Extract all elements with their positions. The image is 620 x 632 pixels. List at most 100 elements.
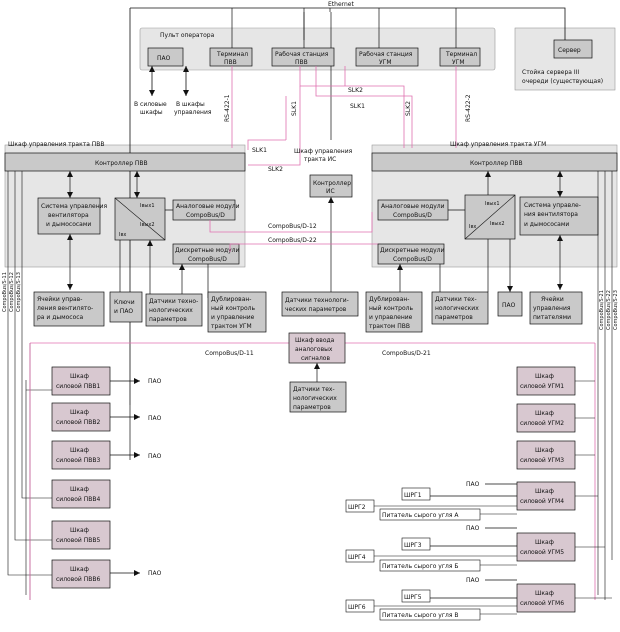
switch-pvv-out1: Iвых1 <box>140 203 155 209</box>
compobus-12-line <box>209 212 373 233</box>
arrow-head <box>134 171 140 177</box>
analog-input-3: сигналов <box>301 355 330 362</box>
pao-arrow-1 <box>151 66 187 96</box>
compobus-12-label: CompoBus/D-12 <box>268 223 317 230</box>
power-pvv1-box <box>51 366 111 396</box>
arrow-head <box>134 192 140 198</box>
fan-system-ugm-1: Система управле- <box>524 202 581 209</box>
operator-console-title: Пульт оператора <box>160 32 215 39</box>
arrow-head <box>557 284 563 290</box>
controller-is-2: ИС <box>326 188 335 195</box>
power-ugm2-box <box>516 403 576 433</box>
arrow-head <box>67 234 73 240</box>
controller-pvv-label: Контроллер ПВВ <box>95 160 148 167</box>
analog-input-cabinet-box <box>288 332 346 364</box>
bus-s21-label: CompoBus/S-21 <box>599 290 605 330</box>
cells-left-box <box>33 291 105 327</box>
right-pao-arrows <box>430 483 517 599</box>
power-right-lines <box>575 380 612 599</box>
arrow-head <box>149 66 155 72</box>
shrg3-label: ШРГ3 <box>404 542 422 549</box>
arrow-head <box>67 171 73 177</box>
arrow-head <box>485 171 491 177</box>
workstation-pvv-box <box>271 47 335 67</box>
power-left-pao-lines <box>110 380 140 574</box>
cells-left-1: Ячейки управ- <box>37 296 82 303</box>
pao-console-box <box>147 47 184 67</box>
workstation-ugm-box <box>355 47 419 67</box>
feeder-b-box <box>379 559 481 572</box>
arrow-head <box>67 284 73 290</box>
power-ugm2-line1: Шкаф <box>535 410 554 417</box>
workstation-pvv-line2: ПВВ <box>295 59 308 66</box>
duplicated-pvv-4: трактом ПВВ <box>369 323 410 330</box>
shrg-links <box>374 505 517 607</box>
power-ugm1-line2: силовой УГМ1 <box>520 383 564 390</box>
fan-system-pvv-box <box>37 197 101 235</box>
server-label: Сервер <box>558 47 581 54</box>
analog-pvv-1: Аналоговые модули <box>176 203 240 210</box>
keys-1: Ключи <box>114 299 135 306</box>
sensors-bottom-box <box>289 381 347 413</box>
terminal-ugm-line2: УГМ <box>452 59 465 66</box>
power-pvv6-box <box>51 559 111 589</box>
feeder-b-label: Питатель сырого угля Б <box>382 563 458 570</box>
discrete-pvv-box <box>172 243 240 265</box>
power-ugm6-line1: Шкаф <box>535 590 554 597</box>
power-ugm5-box <box>516 532 576 562</box>
shrg6-label: ШРГ6 <box>348 604 366 611</box>
power-ugm3-line1: Шкаф <box>535 447 554 454</box>
arrow-head <box>183 90 189 96</box>
shrg5-label: ШРГ5 <box>404 594 422 601</box>
to-power-cabinets-1: В силовые <box>134 101 167 108</box>
bus-s23-label: CompoBus/S-23 <box>613 290 619 330</box>
power-ugm1-line1: Шкаф <box>535 373 554 380</box>
sensors-right-3: параметров <box>435 314 473 321</box>
duplicated-pvv-1: Дублирован- <box>369 296 409 303</box>
pao-right-box <box>497 291 523 317</box>
power-pvv5-line2: силовой ПВВ5 <box>56 537 100 544</box>
ugm-internal-lines <box>399 171 561 292</box>
compobus-11-label: CompoBus/D-11 <box>205 350 254 357</box>
arrow-head <box>557 235 563 241</box>
cabinet-is-title-1: Шкаф управления <box>294 148 353 155</box>
ethernet-vertical <box>303 12 332 140</box>
arrow-head <box>507 286 513 292</box>
slk2-top-label: SLK2 <box>348 87 363 94</box>
shrg2-label: ШРГ2 <box>348 504 366 511</box>
duplicated-ugm-3: и управление <box>211 314 255 321</box>
analog-pvv-2: CompoBus/D <box>186 212 225 219</box>
arrow-head <box>149 90 155 96</box>
slk2-vert-label: SLK2 <box>405 101 412 116</box>
shrg3-box <box>401 537 431 551</box>
to-control-cabinets-2: управления <box>174 109 212 116</box>
terminal-pvv-line2: ПВВ <box>224 59 237 66</box>
power-right-group: Шкаф силовой УГМ1 Шкаф силовой УГМ2 Шкаф… <box>516 366 576 613</box>
bus-s11-label: CompoBus/S-11 <box>2 272 8 312</box>
sensors-right-1: Датчики тех- <box>435 296 477 303</box>
cells-right-3: питателями <box>533 314 571 321</box>
sensors-center-box <box>281 291 359 317</box>
power-pvv6-line2: силовой ПВВ6 <box>56 576 100 583</box>
compobus-22-label: CompoBus/D-22 <box>268 237 317 244</box>
pao-right-label: ПАО <box>502 302 516 309</box>
power-ugm2-line2: силовой УГМ2 <box>520 420 564 427</box>
analog-input-1: Шкаф ввода <box>295 337 335 344</box>
pao-left-2: ПАО <box>148 415 162 422</box>
rs422-2-label: RS-422-2 <box>465 94 472 122</box>
duplicated-ugm-1: Дублирован- <box>211 296 251 303</box>
arrow-head <box>134 378 140 384</box>
power-ugm4-line2: силовой УГМ4 <box>520 498 564 505</box>
fan-system-ugm-3: и дымососами <box>524 221 569 228</box>
arrow-head <box>183 66 189 72</box>
power-pvv6-line1: Шкаф <box>70 566 89 573</box>
arrow-head <box>134 452 140 458</box>
terminal-pvv-box <box>209 47 253 67</box>
to-power-cabinets-2: шкафы <box>140 109 163 116</box>
discrete-ugm-box <box>377 243 445 265</box>
sensors-bottom-1: Датчики тех- <box>293 386 335 393</box>
arrow-head <box>397 264 403 270</box>
power-ugm5-line1: Шкаф <box>535 539 554 546</box>
arrow-head <box>179 264 185 270</box>
duplicated-ugm-4: трактом УГМ <box>211 323 252 330</box>
